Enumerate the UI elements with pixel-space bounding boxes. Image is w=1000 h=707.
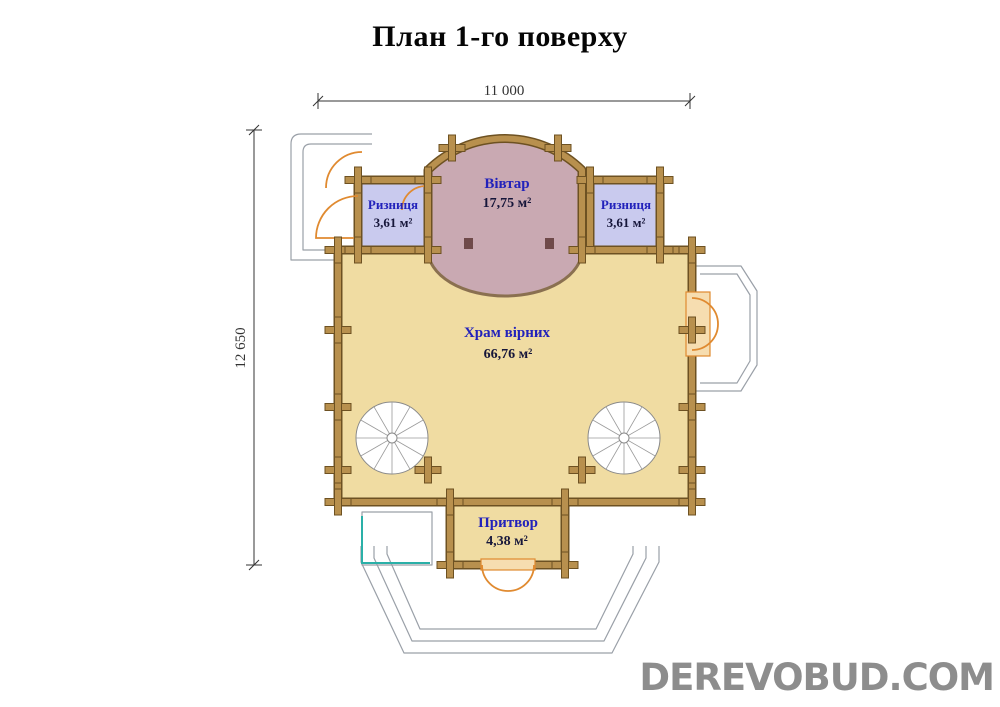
deck-bottom-left-platform	[361, 511, 433, 566]
altar-apse-wall	[426, 249, 584, 298]
deck-bottom-outline-inner	[386, 546, 634, 630]
sacristy-right-name: Ризниця	[601, 197, 651, 212]
spiral-stair-right	[587, 401, 661, 475]
watermark-text: DEREVOBUD.COM	[639, 656, 995, 699]
altar-column-right	[545, 238, 554, 249]
dimension-height-label: 12 650	[233, 327, 249, 368]
deck-outlines	[290, 133, 758, 654]
door-arc-porch-top-left	[325, 151, 363, 189]
doors	[315, 151, 719, 592]
door-arc-narthex-right-leaf	[507, 564, 535, 592]
deck-bottom-outline-mid	[373, 546, 647, 642]
narthex-floor	[450, 502, 565, 565]
deck-right-outline-inner	[700, 273, 751, 384]
altar-floor	[428, 138, 582, 296]
nave-name: Храм вірних	[464, 325, 551, 341]
sacristy-right-area: 3,61 м²	[607, 215, 646, 230]
dimension-left: 12 650	[233, 124, 262, 571]
porch-top-left-outline	[290, 133, 372, 261]
door-arc-narthex-left-leaf	[481, 564, 509, 592]
porch-top-left-outline-inner	[302, 143, 372, 251]
sacristy-left-floor	[358, 180, 428, 250]
altar-name: Вівтар	[484, 176, 529, 192]
narthex-name: Притвор	[478, 515, 538, 531]
narthex-area: 4,38 м²	[486, 534, 528, 549]
nave-area: 66,76 м²	[484, 347, 533, 362]
spiral-stair-left	[355, 401, 429, 475]
sacristy-right-floor	[590, 180, 660, 250]
sacristy-left-area: 3,61 м²	[374, 215, 413, 230]
deck-right-outline	[696, 265, 758, 392]
dimension-top: 11 000	[312, 83, 696, 109]
door-arc-right-bottom-leaf	[691, 323, 719, 351]
altar-column-left	[464, 238, 473, 249]
door-arc-sacristy-left-west	[315, 195, 359, 239]
page-title: План 1-го поверху	[372, 20, 628, 53]
deck-teal-edge	[361, 516, 430, 564]
altar-area: 17,75 м²	[483, 196, 532, 211]
sacristy-left-name: Ризниця	[368, 197, 418, 212]
altar-wall	[425, 135, 585, 250]
door-arc-right-top-leaf	[691, 297, 719, 325]
door-arc-sacristy-left-inner	[401, 185, 427, 211]
room-labels: Вівтар 17,75 м² Ризниця 3,61 м² Ризниця …	[368, 176, 651, 549]
door-frame-narthex	[480, 558, 536, 571]
dimension-width-label: 11 000	[484, 83, 525, 99]
